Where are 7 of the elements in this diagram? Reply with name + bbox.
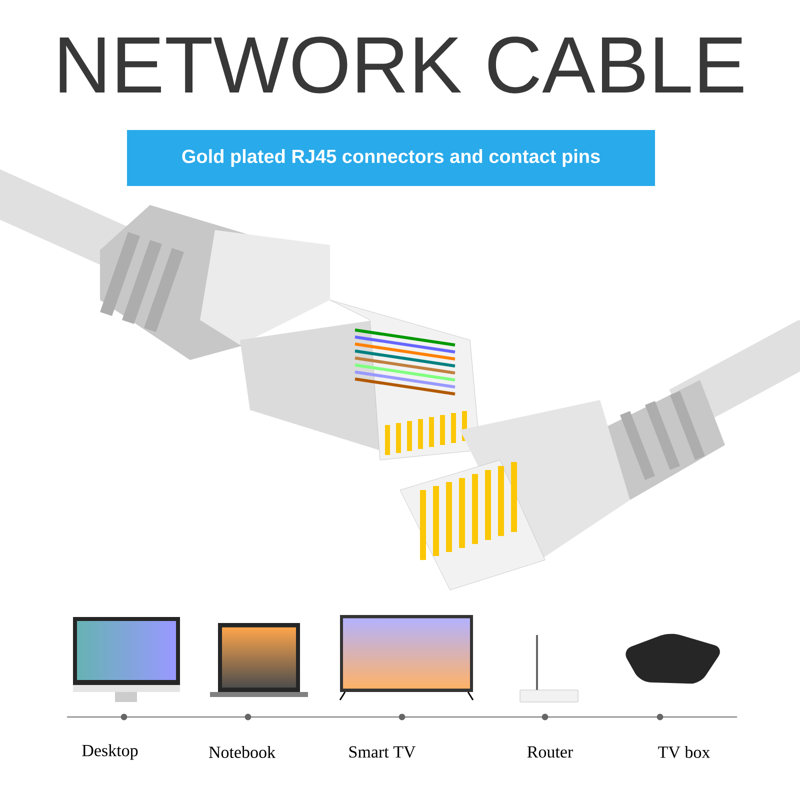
device-label: TV box bbox=[658, 746, 710, 758]
device-label: Desktop bbox=[82, 744, 138, 760]
device-label: Smart TV bbox=[349, 746, 416, 758]
title: NETWORK CABLE bbox=[60, 36, 744, 94]
banner: Gold plated RJ45 connectors and contact pins bbox=[127, 130, 655, 186]
device-label: Router bbox=[527, 746, 573, 758]
device-label: Notebook bbox=[208, 746, 276, 758]
